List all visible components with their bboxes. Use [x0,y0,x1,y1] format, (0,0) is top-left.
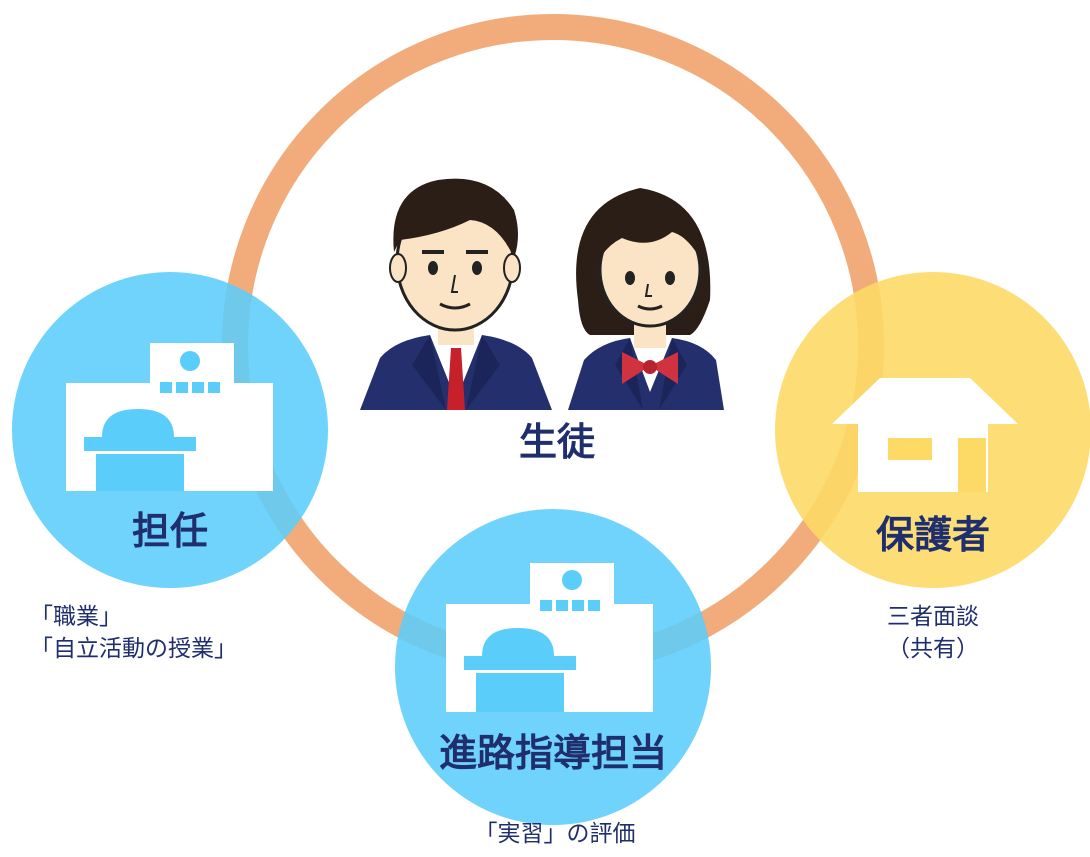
student-label: 生徒 [519,420,596,464]
career-caption: 「実習」の評価 [474,821,636,847]
guardian-caption: 三者面談 （共有） [863,601,1003,665]
school-building-icon [446,563,653,712]
homeroom-caption: 「職業」 「自立活動の授業」 [30,601,237,665]
boy-student-icon [360,178,552,410]
guardian-caption-line: 三者面談 [887,604,979,630]
guardian-label: 保護者 [876,513,990,557]
school-building-icon [66,343,273,491]
guardian-caption-line: （共有） [887,636,979,662]
homeroom-caption-line: 「自立活動の授業」 [30,636,237,662]
homeroom-label: 担任 [132,509,208,553]
career-label: 進路指導担当 [439,731,667,775]
homeroom-caption-line: 「職業」 [30,604,122,630]
girl-student-icon [568,188,724,410]
house-icon [832,378,1018,492]
